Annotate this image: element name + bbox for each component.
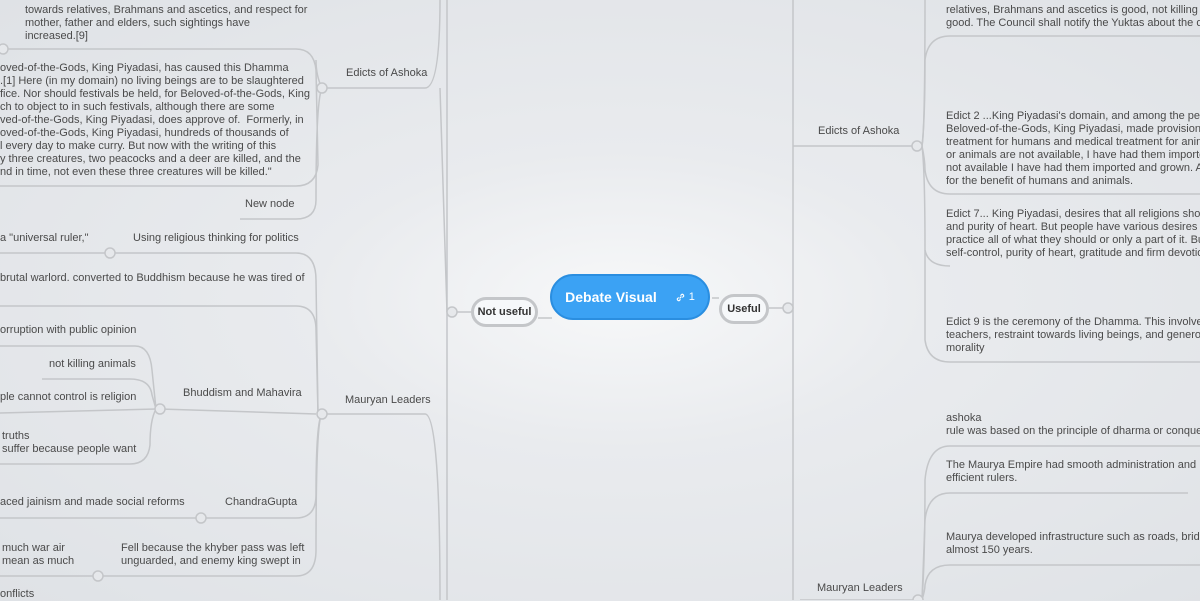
topic-edicts-of-ashoka-left[interactable]: Edicts of Ashoka (346, 67, 428, 79)
node-corruption[interactable]: orruption with public opinion (0, 324, 137, 336)
node-jainism[interactable]: aced jainism and made social reforms (0, 496, 185, 508)
branch-useful[interactable]: Useful (719, 294, 769, 324)
link-icon (676, 293, 685, 301)
node-conflicts[interactable]: onflicts (0, 588, 35, 600)
node-cannot-control[interactable]: ple cannot control is religion (0, 391, 137, 403)
central-topic-title: Debate Visual (565, 289, 657, 305)
edict-top-text-right[interactable]: relatives, Brahmans and ascetics is good… (946, 4, 1200, 29)
collapse-node-handle (0, 43, 9, 55)
node-religious-politics[interactable]: Using religious thinking for politics (133, 232, 299, 244)
topic-mauryan-leaders-left[interactable]: Mauryan Leaders (345, 394, 431, 406)
link-badge[interactable]: 1 (675, 291, 695, 303)
edict-9-text[interactable]: Edict 9 is the ceremony of the Dhamma. T… (946, 316, 1200, 354)
node-not-killing-animals[interactable]: not killing animals (49, 358, 136, 370)
node-ashoka-dharma[interactable]: ashoka rule was based on the principle o… (946, 412, 1200, 437)
node-universal-ruler[interactable]: a "universal ruler," (0, 232, 89, 244)
new-node[interactable]: New node (245, 198, 295, 210)
edict-7-text[interactable]: Edict 7... King Piyadasi, desires that a… (946, 208, 1200, 259)
edict-paragraph-left[interactable]: oved-of-the-Gods, King Piyadasi, has cau… (0, 62, 310, 178)
node-smooth-administration[interactable]: The Maurya Empire had smooth administrat… (946, 459, 1197, 484)
node-chandragupta[interactable]: ChandraGupta (225, 496, 298, 508)
edict-top-text-left[interactable]: towards relatives, Brahmans and ascetics… (25, 4, 308, 42)
edict-2-text[interactable]: Edict 2 ...King Piyadasi's domain, and a… (946, 110, 1200, 187)
node-infrastructure[interactable]: Maurya developed infrastructure such as … (946, 531, 1200, 556)
node-truths[interactable]: truths suffer because people want (2, 430, 137, 455)
topic-mauryan-leaders-right[interactable]: Mauryan Leaders (817, 582, 903, 594)
node-war-air[interactable]: much war air mean as much (2, 542, 75, 567)
node-brutal-warlord[interactable]: brutal warlord. converted to Buddhism be… (0, 272, 305, 284)
node-buddhism-mahavira[interactable]: Bhuddism and Mahavira (183, 387, 302, 399)
central-topic[interactable]: Debate Visual 1 (550, 274, 710, 320)
topic-edicts-of-ashoka-right[interactable]: Edicts of Ashoka (818, 125, 900, 137)
node-khyber-pass[interactable]: Fell because the khyber pass was left un… (121, 542, 305, 567)
branch-not-useful[interactable]: Not useful (471, 297, 538, 327)
link-count: 1 (688, 291, 695, 303)
